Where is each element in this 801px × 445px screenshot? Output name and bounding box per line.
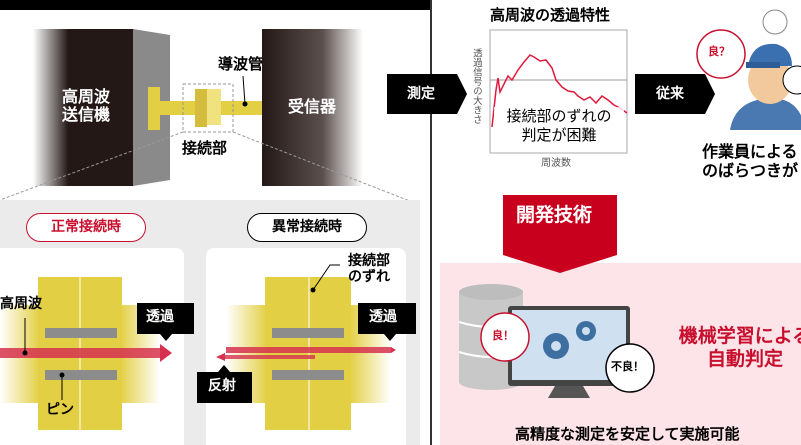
pass-box-2 xyxy=(358,303,416,334)
reflect-label: 反射 xyxy=(208,378,236,394)
pass-box-1 xyxy=(137,303,194,334)
monitor-icon xyxy=(508,306,630,398)
divider xyxy=(430,0,432,445)
receiver xyxy=(262,29,363,186)
conventional-arrow-label: 従来 xyxy=(656,86,684,102)
chart-xlabel: 周波数 xyxy=(541,158,571,169)
normal-pill: 正常接続時 xyxy=(26,213,146,242)
abnormal-connector xyxy=(216,264,396,430)
reflect-box xyxy=(197,372,252,403)
title-bar xyxy=(0,0,431,10)
transmitter-label: 高周波送信機 xyxy=(62,87,111,125)
chart-ylabel: 透過信号の大きさ xyxy=(470,48,482,124)
worker-bubble-text: 良？ xyxy=(708,45,730,58)
bad-text: 不良！ xyxy=(611,360,644,373)
abnormal-pill: 異常接続時 xyxy=(247,213,367,242)
worker-illustration xyxy=(730,9,801,130)
chart-title: 高周波の透過特性 xyxy=(490,6,611,24)
waveguide-label: 導波管 xyxy=(218,55,264,73)
developed-label: 開発技術 xyxy=(516,204,593,226)
receiver-label: 受信器 xyxy=(288,97,337,116)
rf-label: 高周波 xyxy=(0,296,42,312)
measure-arrow-label: 測定 xyxy=(407,86,435,102)
normal-connector xyxy=(0,277,172,430)
ml-headline: 機械学習による自動判定 xyxy=(678,325,801,370)
connector xyxy=(195,89,207,127)
connection-label: 接続部 xyxy=(182,139,228,157)
pin-label: ピン xyxy=(46,402,74,418)
good-text: 良！ xyxy=(492,329,514,342)
misalign-label: 接続部のずれ xyxy=(348,253,390,286)
transmitter xyxy=(33,29,134,186)
chart-note: 接続部のずれの判定が困難 xyxy=(494,107,624,145)
worker-caption: 作業員によるのばらつきが xyxy=(702,142,799,181)
system-diagram xyxy=(0,29,421,445)
pass-label-1: 透過 xyxy=(146,309,174,325)
pass-label-2: 透過 xyxy=(369,309,397,325)
footer-text: 高精度な測定を安定して実施可能 xyxy=(515,425,740,443)
